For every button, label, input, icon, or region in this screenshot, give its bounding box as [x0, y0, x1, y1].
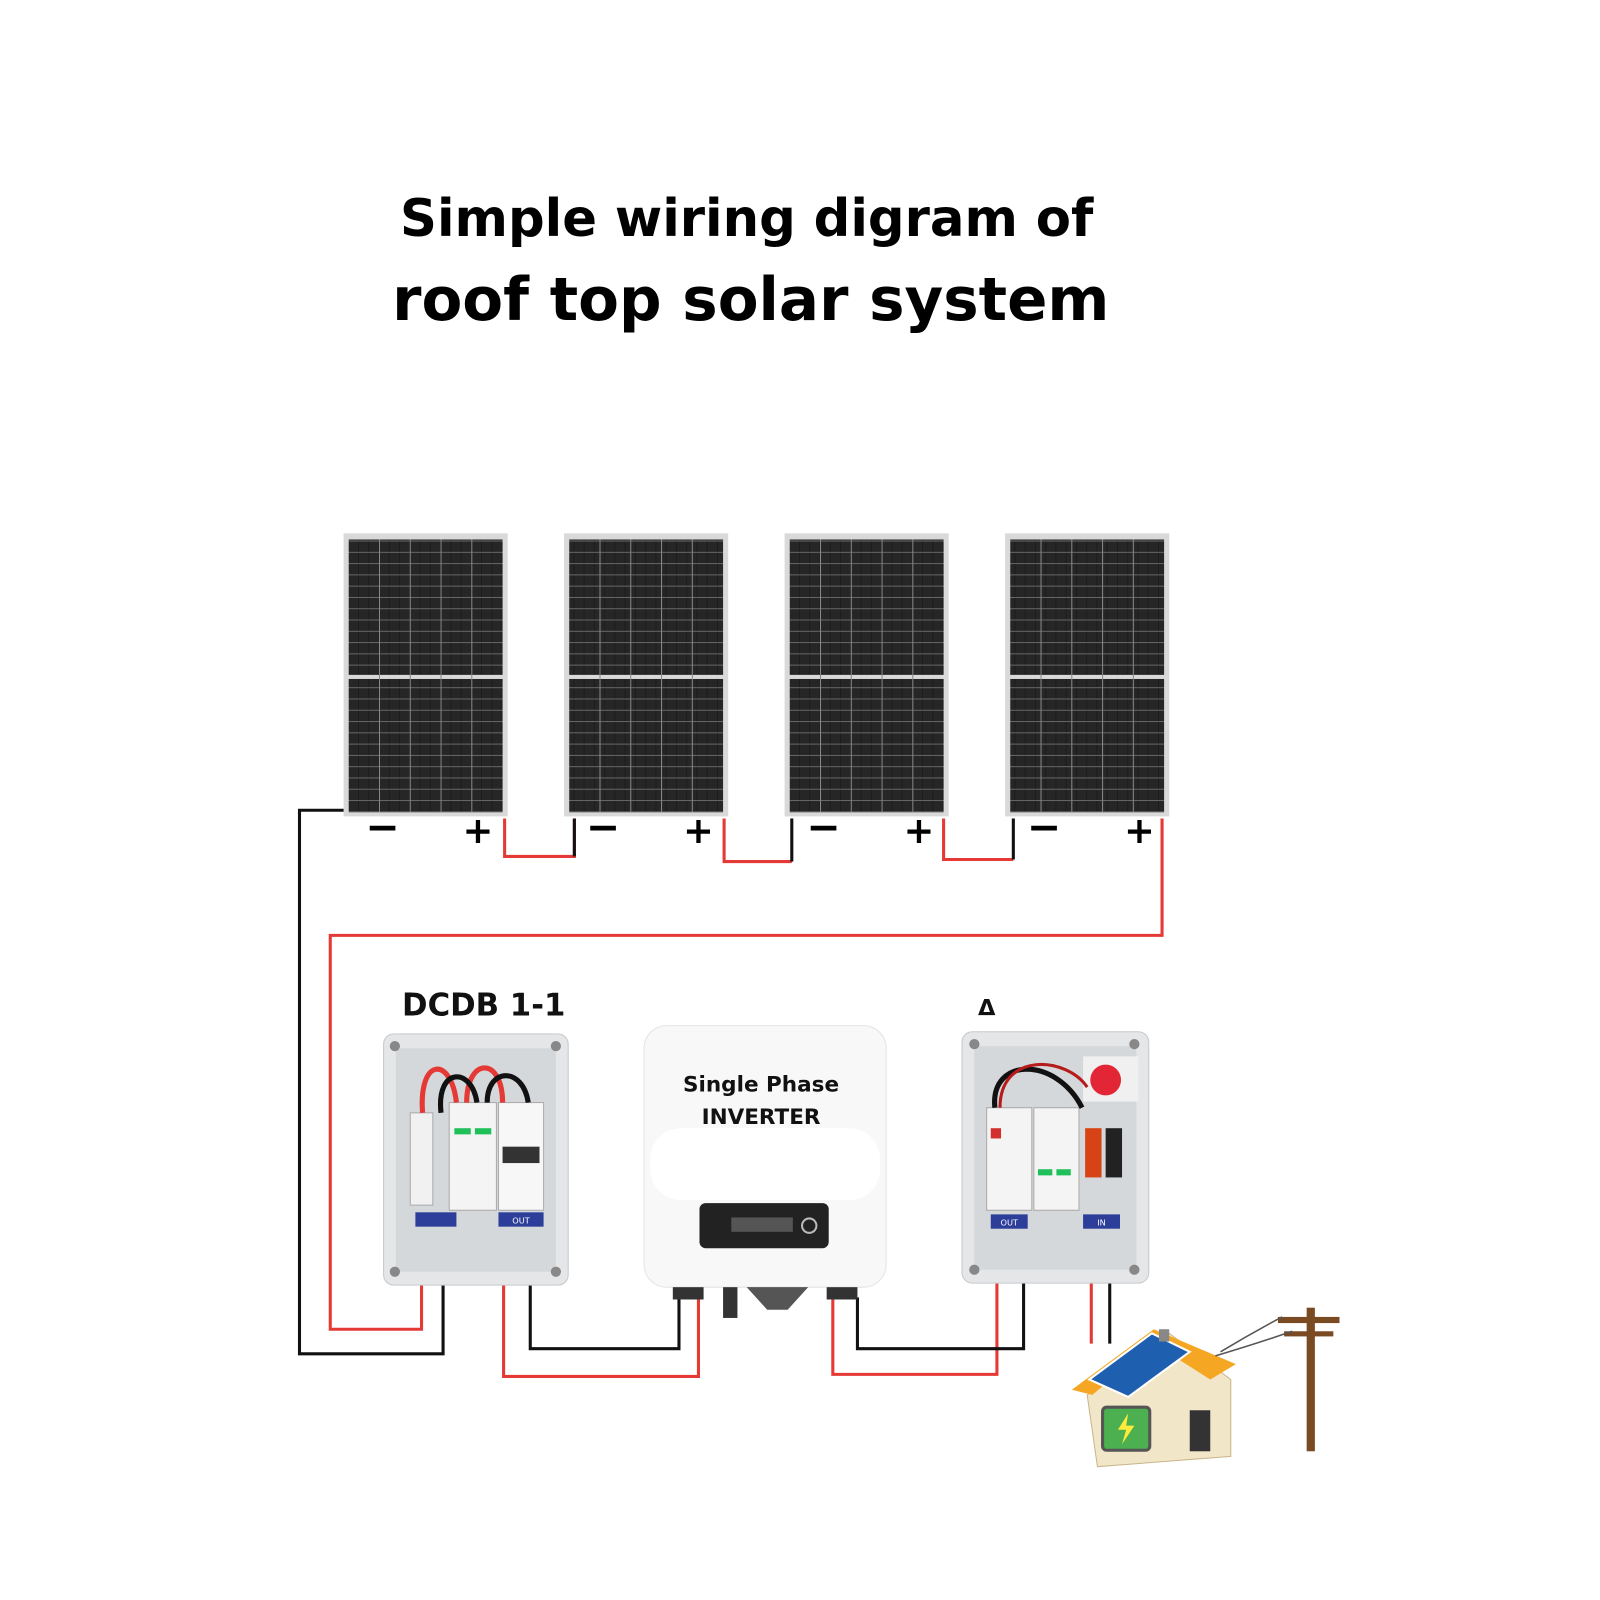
panel-negative-terminal: −	[806, 803, 840, 851]
positive-wire-string-to-dcdb	[328, 818, 1164, 1331]
utility-pole-icon	[1215, 1307, 1340, 1452]
negative-wire-string-to-dcdb	[297, 808, 445, 1356]
panel-positive-terminal: +	[1124, 809, 1155, 852]
dcdb-box: OUT	[383, 1033, 569, 1286]
dcdb-out-positive	[502, 1261, 700, 1378]
panel-negative-terminal: −	[365, 803, 399, 851]
solar-panel-3: −+	[784, 533, 949, 852]
title-line-1: Simple wiring digram of	[400, 189, 1094, 249]
acdb-label: Δ	[978, 995, 996, 1021]
solar-panel-2: −+	[564, 533, 729, 852]
solar-panel-1: −+	[343, 533, 508, 852]
panel-positive-terminal: +	[683, 809, 714, 852]
panel-negative-terminal: −	[586, 803, 620, 851]
door	[1189, 1410, 1211, 1452]
indicator-lamp-icon	[1090, 1064, 1122, 1096]
solar-panel-4: −+	[1005, 533, 1170, 852]
inverter-button-icon	[801, 1217, 818, 1234]
lightning-icon	[1117, 1413, 1135, 1445]
jumper-panel2-panel3	[722, 818, 792, 864]
jumper-panel1-panel2	[503, 818, 576, 858]
title-line-2: roof top solar system	[392, 266, 1109, 335]
inverter-ac-live	[831, 1261, 999, 1376]
inverter-label-1: Single Phase	[683, 1072, 839, 1097]
inverter: Single Phase INVERTER	[643, 1025, 887, 1318]
house-icon	[1071, 1329, 1236, 1468]
dcdb-out-negative	[528, 1261, 681, 1351]
acdb-in-label: IN	[1097, 1218, 1106, 1228]
inverter-ac-neutral	[855, 1261, 1026, 1351]
panel-negative-terminal: −	[1027, 803, 1061, 851]
power-line	[1215, 1316, 1293, 1357]
dcdb-label: DCDB 1-1	[402, 987, 565, 1023]
roof-solar-panel-icon	[1087, 1332, 1192, 1399]
inverter-label-2: INVERTER	[702, 1105, 821, 1130]
panel-positive-terminal: +	[904, 809, 935, 852]
jumper-panel3-panel4	[942, 818, 1014, 862]
inverter-lcd	[731, 1217, 793, 1232]
acdb-box: OUT IN	[961, 1031, 1150, 1284]
dcdb-out-label: OUT	[512, 1216, 530, 1226]
acdb-out-label: OUT	[1001, 1218, 1019, 1228]
panel-positive-terminal: +	[462, 809, 493, 852]
